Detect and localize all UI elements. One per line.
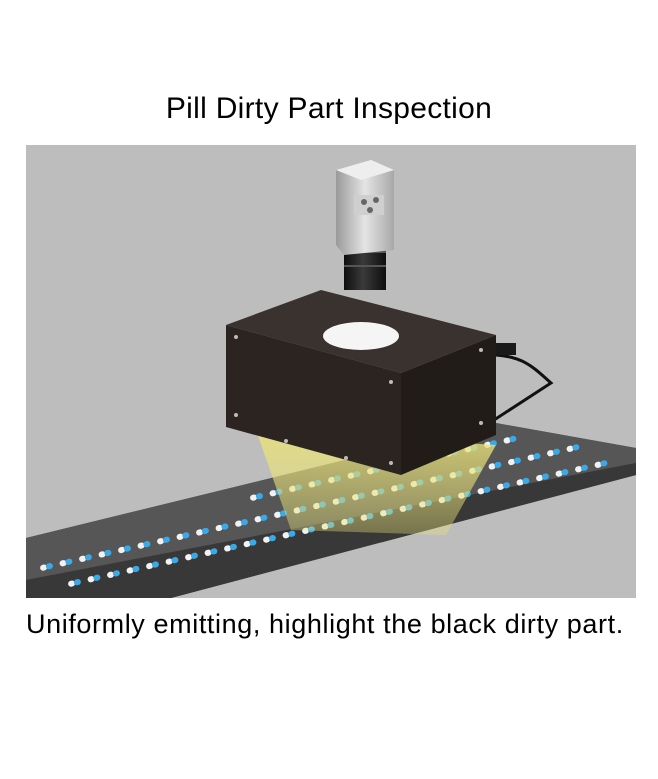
capsule [185, 552, 198, 561]
caption-text: Uniformly emitting, highlight the black … [26, 609, 624, 639]
camera-lens [344, 250, 386, 290]
capsule [250, 493, 263, 501]
capsule [516, 477, 530, 486]
capsule [566, 444, 580, 452]
camera [336, 160, 394, 290]
capsule [87, 574, 101, 583]
capsule [79, 554, 92, 562]
capsule [176, 532, 190, 540]
capsule [68, 579, 81, 587]
light-cable [493, 353, 554, 422]
light-aperture [323, 322, 399, 350]
capsule [527, 453, 541, 461]
illustration-svg [26, 145, 636, 598]
capsule [224, 543, 237, 552]
capsule [555, 469, 569, 477]
capsule [536, 473, 549, 482]
capsule [215, 523, 229, 532]
capsule [204, 548, 218, 556]
capsule [254, 514, 268, 523]
capsule [40, 563, 53, 571]
capsule [235, 519, 248, 527]
page-title: Pill Dirty Part Inspection [165, 92, 493, 125]
capsule [575, 464, 588, 473]
capsule [118, 545, 131, 554]
capsule [196, 527, 209, 536]
capsule [98, 549, 112, 558]
capsule [594, 460, 608, 468]
capsule [547, 448, 560, 457]
capsule [497, 482, 510, 490]
capsule [157, 536, 170, 545]
capsule [126, 565, 140, 574]
capsule [107, 570, 120, 578]
capsule [503, 435, 517, 444]
capsule [508, 457, 521, 466]
capsule [243, 539, 257, 548]
cable-connector [496, 343, 516, 355]
inspection-illustration [26, 145, 636, 598]
capsule [59, 558, 73, 567]
capsule [137, 541, 151, 549]
dome-light [226, 290, 496, 475]
capsule [146, 561, 159, 570]
capsule [165, 557, 179, 565]
capsule [477, 486, 491, 495]
capsule [282, 530, 296, 539]
capsule [488, 461, 502, 470]
capsule [263, 535, 276, 543]
